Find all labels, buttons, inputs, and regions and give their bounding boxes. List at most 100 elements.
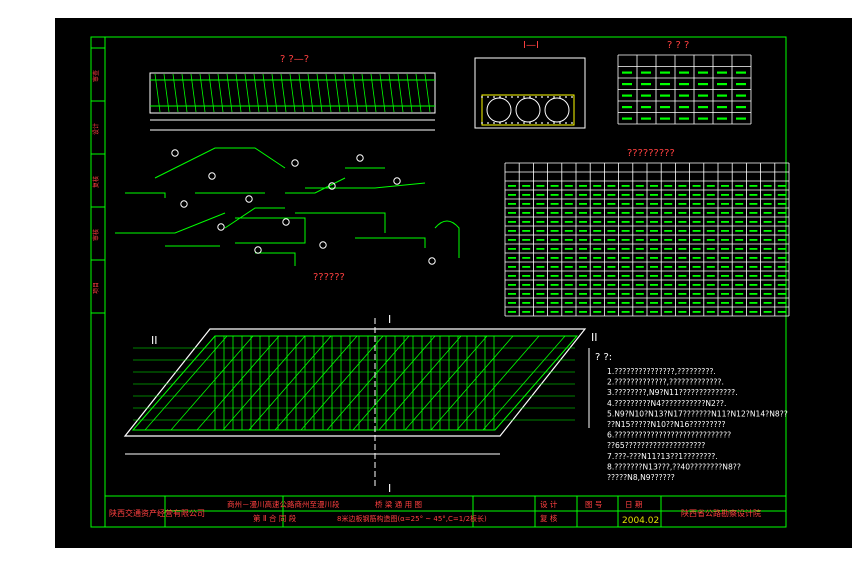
big-table-cell-mark [508,194,516,196]
big-table-cell-mark [678,293,687,295]
big-table-cell-mark [777,221,786,223]
big-table-cell-mark [508,230,516,232]
small-table-cell-mark [622,106,632,109]
rebar-dot [481,96,483,98]
big-table-cell-mark [635,284,644,286]
big-table-cell-mark [522,212,531,214]
cad-viewport[interactable]: 审查设计复核审核项目 ? ?—? I—I ? ? ? ????????? ???… [55,18,852,548]
rebar-dot [523,96,525,98]
void-circle [486,97,512,123]
big-table-cell-mark [721,293,729,295]
big-table-cell-mark [550,221,559,223]
plan-section-mark-top: I [388,313,391,326]
design-label: 设 计 [540,499,558,509]
rebar-dot [487,122,489,124]
big-table-cell-mark [706,266,715,268]
big-table-cell-mark [508,185,516,187]
skew-rebar [378,335,462,431]
big-table-cell-mark [664,185,673,187]
big-table-cell-mark [522,302,531,304]
big-table-cell-mark [692,248,701,250]
rebar-dot [565,96,567,98]
rebar-dot [553,122,555,124]
big-table-cell-mark [721,239,729,241]
drawing-subtitle: 8米边板钢筋构造图(α=25° ~ 45°,C=1/2板长) [337,514,487,523]
big-table-cell-mark [692,185,701,187]
big-table-cell-mark [536,275,545,277]
section-top-title: ? ?—? [280,54,309,65]
contract-section: 第 Ⅱ 合 同 段 [253,513,297,523]
small-table-cell-mark [717,71,727,74]
big-table-cell-mark [522,248,531,250]
big-table-cell-mark [664,248,673,250]
big-table-cell-mark [777,230,786,232]
small-table-title: ? ? ? [667,40,689,51]
big-table-cell-mark [650,275,658,277]
big-table-cell-mark [593,311,602,313]
big-table-cell-mark [749,230,758,232]
small-table-cell-mark [698,94,708,97]
general-notes: ? ?: 1.???????????????,?????????.2.?????… [595,352,788,482]
big-table-cell-mark [777,257,786,259]
bottom-left-title: ?????? [313,272,345,283]
big-table-cell-mark [664,221,673,223]
big-table-cell-mark [593,248,602,250]
big-table-cell-mark [621,311,630,313]
rebar-dot [505,122,507,124]
big-table-cell-mark [522,311,531,313]
big-table-cell-mark [749,248,758,250]
big-table-cell-mark [706,203,715,205]
rebar-dot [523,122,525,124]
small-table-cell-mark [622,83,632,86]
big-table-cell-mark [536,311,545,313]
rebar-dot [559,122,561,124]
small-table-cell-mark [698,71,708,74]
big-table-cell-mark [607,239,616,241]
big-table-cell-mark [706,302,715,304]
big-table-cell-mark [550,203,559,205]
big-table-cell-mark [706,284,715,286]
rebar-dot [529,96,531,98]
rebar-dot [499,122,501,124]
small-table-cell-mark [622,117,632,120]
small-table-cell-mark [717,83,727,86]
big-table-cell-mark [692,239,701,241]
rebar-callout-circle [180,200,188,208]
rebar-shape [305,182,426,189]
big-table-cell-mark [621,248,630,250]
big-table-cell-mark [550,185,559,187]
big-table-cell-mark [749,239,758,241]
big-table-cell-mark [650,266,658,268]
big-table-cell-mark [536,230,545,232]
big-table-cell-mark [650,194,658,196]
big-table-cell-mark [593,239,602,241]
project-name: 商州－漫川高速公路商州至漫川段 [227,499,340,509]
big-table-cell-mark [650,221,658,223]
big-table-cell-mark [777,212,786,214]
big-table-cell-mark [564,275,573,277]
rebar-callout-circle [328,182,336,190]
rebar-dot [511,96,513,98]
rebar-callout-circle [428,257,436,265]
big-table-cell-mark [508,239,516,241]
rebar-shape [285,177,346,194]
big-table-cell-mark [621,284,630,286]
rebar-dot [559,96,561,98]
big-table-cell-mark [735,203,744,205]
rebar-dot [493,96,495,98]
big-table-cell-mark [607,311,616,313]
big-table-cell-mark [508,203,516,205]
big-table-cell-mark [593,221,602,223]
big-table-cell-mark [721,194,729,196]
big-table-cell-mark [664,293,673,295]
big-table-cell-mark [522,230,531,232]
notes-heading: ? ?: [595,352,612,363]
big-table-cell-mark [564,311,573,313]
skew-rebar [222,335,306,431]
big-table-cell-mark [777,293,786,295]
big-table-cell-mark [763,203,772,205]
big-table-cell-mark [721,311,729,313]
big-table-cell-mark [650,311,658,313]
plan-section-mark-left: II [151,334,158,347]
